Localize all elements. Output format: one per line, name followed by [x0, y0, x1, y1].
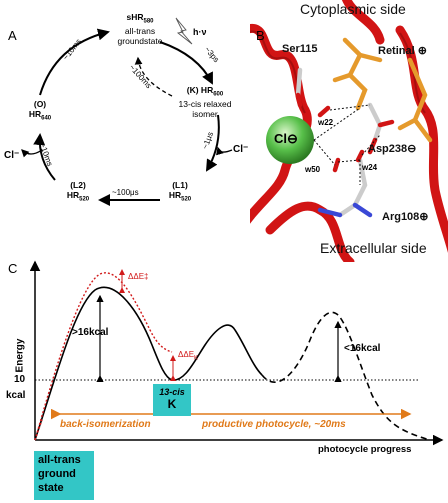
arrow-cl-uptake — [216, 146, 233, 156]
energy-curve-solid — [34, 286, 263, 441]
energy-curve-red — [34, 272, 173, 441]
kcal-label: kcal — [6, 390, 26, 401]
panel-b-letter: B — [256, 28, 265, 43]
x-axis-label: photocycle progress — [318, 444, 412, 455]
cl-right: Cl⁻ — [233, 144, 249, 155]
red-origin-line — [34, 419, 43, 441]
arrow-k-to-ground-dashed — [134, 56, 173, 97]
panel-a-letter: A — [8, 28, 17, 43]
light-label: h·ν — [193, 27, 207, 37]
panel-b-structure — [250, 0, 448, 262]
arg108-label: Arg108⊕ — [382, 211, 429, 223]
cytoplasmic-label: Cytoplasmic side — [300, 1, 406, 17]
arrow-ground-to-k — [159, 41, 213, 85]
panel-b-image — [250, 0, 448, 262]
gt16kcal-label: >16kcal — [72, 327, 109, 338]
arrow-k-to-l1 — [205, 114, 220, 172]
arrow-o-to-ground — [39, 28, 110, 96]
time-100us: ~100μs — [112, 188, 139, 197]
chloride-sphere — [266, 116, 314, 164]
asp238-label: Asp238⊖ — [368, 143, 417, 155]
state-l1: (L1) HR520 — [168, 180, 192, 203]
w50-label: w50 — [305, 165, 321, 174]
ground-state-box: all-trans ground state — [34, 451, 94, 500]
productive-photocycle-label: productive photocycle, ~20ms — [202, 419, 346, 430]
panel-c-letter: C — [8, 261, 18, 276]
extracellular-label: Extracellular side — [320, 240, 427, 256]
cl-ion-label: Cl⊖ — [274, 131, 298, 146]
state-o: (O) HR640 — [28, 99, 52, 122]
k-state-box: 13-cis K — [153, 384, 191, 416]
cl-left: Cl⁻ — [4, 150, 20, 161]
state-l2: (L2) HR520 — [66, 180, 90, 203]
arrow-l2-to-o — [33, 133, 56, 181]
w24-label: w24 — [362, 163, 378, 172]
hydrogen-bonds — [313, 104, 381, 185]
back-isomerization-label: back-isomerization — [60, 419, 151, 430]
ddet-label: ΔΔE‡ — [128, 272, 149, 281]
lightning-icon — [175, 17, 193, 45]
retinal-label: Retinal ⊕ — [378, 45, 427, 57]
lt16kcal-label: <16kcal — [344, 343, 381, 354]
retinal-sticks — [332, 37, 433, 143]
ser115-label: Ser115 — [282, 43, 318, 55]
w22-label: w22 — [318, 118, 334, 127]
state-k: (K) HR600 13-cis relaxed isomer — [178, 85, 232, 119]
state-ground: sHR580 all-trans groundstate — [117, 12, 163, 46]
ddek-label: ΔΔEK — [178, 350, 199, 362]
arrow-cl-release — [21, 149, 43, 158]
ten-label: 10 — [14, 374, 26, 385]
residue-sticks — [295, 67, 395, 218]
